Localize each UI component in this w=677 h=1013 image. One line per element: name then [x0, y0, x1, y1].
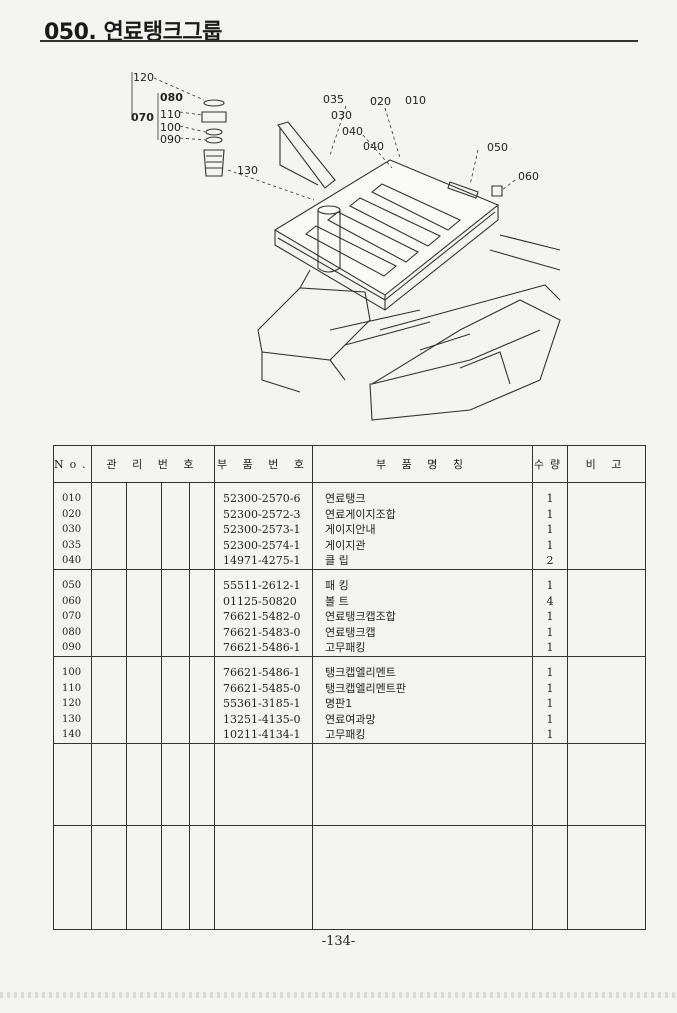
quantity: 2: [546, 554, 554, 568]
quantity: 1: [546, 625, 554, 639]
item-no: 020: [62, 508, 82, 520]
callout-035: 035: [323, 93, 344, 106]
part-name: 연료게이지조합: [325, 507, 396, 521]
item-no: 080: [62, 626, 82, 638]
quantity: 1: [546, 578, 554, 592]
callout-040-lower: 040: [363, 140, 384, 153]
part-number: 14971-4275-1: [223, 554, 301, 568]
scan-artifact-strip: [0, 992, 677, 998]
callout-010: 010: [405, 94, 426, 107]
item-no: 070: [62, 611, 82, 623]
part-number: 76621-5486-1: [223, 641, 301, 655]
item-no: 090: [62, 642, 82, 654]
quantity: 1: [546, 610, 554, 624]
quantity: 1: [546, 681, 554, 695]
header-quantity: 수량: [532, 445, 569, 483]
callout-090: 090: [160, 133, 181, 146]
title-underline: [40, 40, 638, 42]
item-no: 010: [62, 493, 82, 504]
part-name: 패 킹: [325, 578, 349, 592]
part-name: 고무패킹: [325, 728, 366, 742]
part-name: 연료탱크캡조합: [325, 610, 396, 624]
part-name: 볼 트: [325, 594, 349, 608]
quantity: 1: [546, 697, 554, 711]
part-name: 게이지안내: [325, 523, 376, 537]
table-row-group: 010 020 030 035 040 52300-2570-6 52300-2…: [53, 482, 647, 570]
part-number: 52300-2574-1: [223, 538, 301, 552]
quantity: 1: [546, 641, 554, 655]
callout-120: 120: [133, 71, 154, 84]
part-name: 탱크캡엘리멘트: [325, 665, 396, 679]
callout-060: 060: [518, 170, 539, 183]
item-no: 060: [62, 595, 82, 607]
table-row-group: 050 060 070 080 090 55511-2612-1 01125-5…: [53, 568, 647, 657]
part-number: 52300-2573-1: [223, 523, 301, 537]
item-no: 140: [62, 729, 82, 741]
part-name: 연료탱크: [325, 492, 366, 505]
table-row-empty: [53, 824, 647, 930]
callout-030: 030: [331, 109, 352, 122]
callout-050: 050: [487, 141, 508, 154]
quantity: 4: [546, 594, 554, 608]
item-no: 130: [62, 713, 82, 725]
quantity: 1: [546, 665, 554, 679]
callout-100: 100: [160, 121, 181, 134]
header-management-no: 관 리 번 호: [90, 445, 216, 483]
quantity: 1: [546, 523, 554, 537]
header-no: No.: [53, 445, 92, 483]
quantity: 1: [546, 507, 554, 521]
quantity: 1: [546, 538, 554, 552]
callout-080: 080: [160, 91, 183, 104]
quantity: 1: [546, 712, 554, 726]
part-name: 클 립: [325, 554, 349, 568]
callout-130: 130: [237, 164, 258, 177]
parts-table: No. 관 리 번 호 부 품 번 호 부 품 명 칭 수량 비 고 010 0…: [53, 445, 647, 930]
part-name: 게이지관: [325, 538, 366, 552]
table-row-group: 100 110 120 130 140 76621-5486-1 76621-5…: [53, 655, 647, 744]
part-name: 고무패킹: [325, 641, 366, 655]
part-name: 연료탱크캡: [325, 625, 376, 639]
table-header-row: No. 관 리 번 호 부 품 번 호 부 품 명 칭 수량 비 고: [53, 445, 647, 483]
part-name: 명판1: [325, 697, 353, 711]
part-number: 76621-5485-0: [223, 681, 301, 695]
part-number: 76621-5482-0: [223, 610, 301, 624]
part-number: 13251-4135-0: [223, 712, 301, 726]
header-remarks: 비 고: [567, 445, 647, 483]
part-number: 76621-5483-0: [223, 625, 301, 639]
part-number: 55361-3185-1: [223, 697, 301, 711]
item-no: 050: [62, 579, 82, 591]
page-number: -134-: [321, 934, 356, 949]
part-name: 연료여과망: [325, 712, 376, 726]
part-name: 탱크캡엘리멘트판: [325, 681, 407, 695]
item-no: 035: [62, 539, 82, 551]
callout-040-upper: 040: [342, 125, 363, 138]
quantity: 1: [546, 492, 554, 505]
callout-070: 070: [131, 111, 154, 124]
fuel-tank-exploded-diagram: 120 080 070 110 100 090 130 035 030 020 …: [131, 71, 561, 421]
quantity: 1: [546, 728, 554, 742]
item-no: 110: [62, 682, 82, 694]
table-row-empty: [53, 742, 647, 826]
header-part-name: 부 품 명 칭: [312, 445, 534, 483]
part-number: 76621-5486-1: [223, 665, 301, 679]
part-number: 55511-2612-1: [223, 578, 301, 592]
header-part-no: 부 품 번 호: [214, 445, 314, 483]
part-number: 52300-2570-6: [223, 492, 301, 505]
callout-110: 110: [160, 108, 181, 121]
item-no: 040: [62, 555, 82, 567]
callout-020: 020: [370, 95, 391, 108]
item-no: 100: [62, 666, 82, 678]
part-number: 01125-50820: [223, 594, 297, 608]
item-no: 120: [62, 698, 82, 710]
part-number: 10211-4134-1: [223, 728, 301, 742]
item-no: 030: [62, 524, 82, 536]
part-number: 52300-2572-3: [223, 507, 301, 521]
